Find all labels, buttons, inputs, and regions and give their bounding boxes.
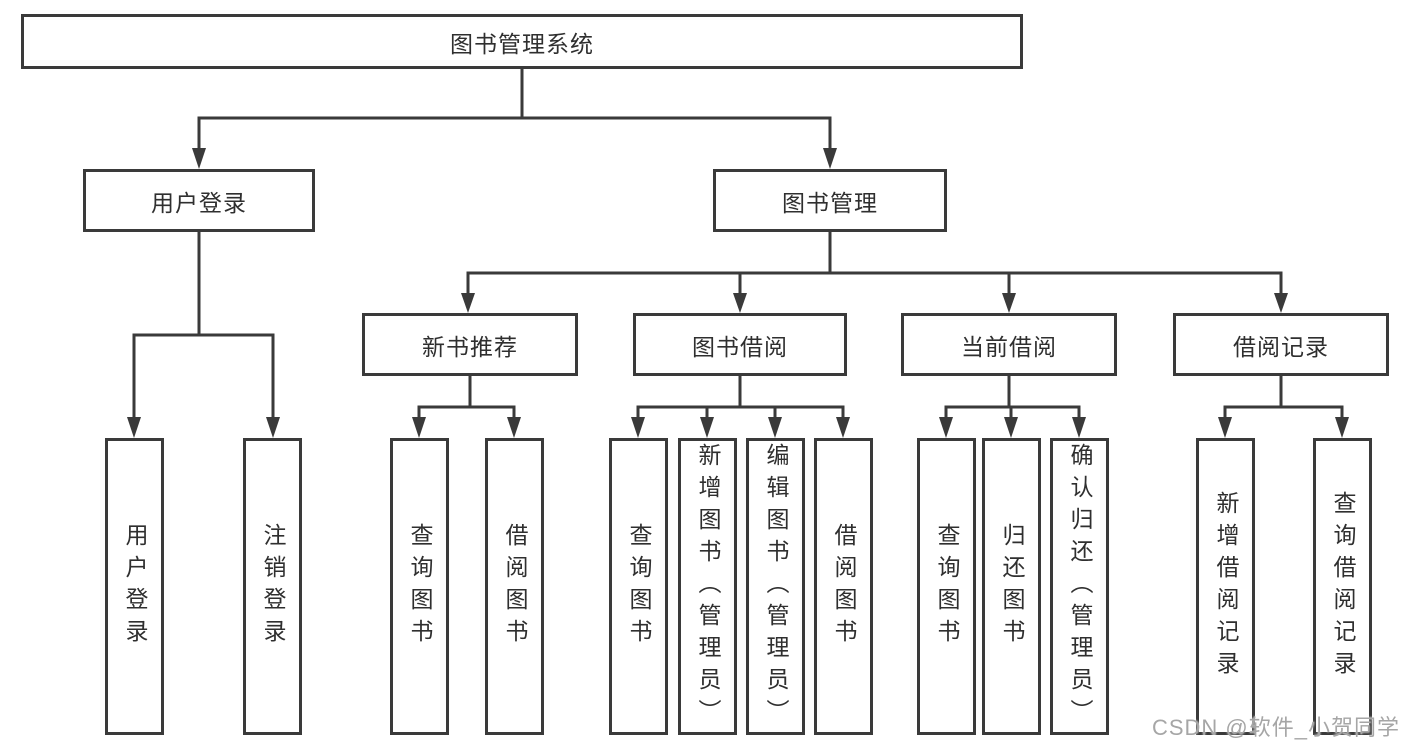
leaf-add-borrow-record: 新增借阅记录 xyxy=(1196,438,1255,735)
node-label: 查询图书 xyxy=(934,522,960,651)
node-label: 归还图书 xyxy=(999,522,1025,651)
connector-book-borrow-group xyxy=(636,376,845,420)
node-label: 借阅图书 xyxy=(831,522,857,651)
node-label: 查询图书 xyxy=(407,522,433,651)
connector-user-login-group xyxy=(132,232,275,420)
leaf-edit-books-admin: 编辑图书（管理员） xyxy=(746,438,805,735)
node-label: 查询借阅记录 xyxy=(1330,490,1356,683)
leaf-confirm-return-admin: 确认归还（管理员） xyxy=(1050,438,1109,735)
connector-borrow-records-group xyxy=(1223,376,1344,420)
connector-root-to-level2 xyxy=(197,69,832,150)
leaf-borrow-books-2: 借阅图书 xyxy=(814,438,873,735)
arrowheads-user-login-group xyxy=(127,417,280,438)
node-label: 注销登录 xyxy=(260,522,286,651)
node-borrowing-records: 借阅记录 xyxy=(1173,313,1389,376)
leaf-return-books: 归还图书 xyxy=(982,438,1041,735)
arrowheads-new-books-group xyxy=(412,417,521,438)
arrowheads-level2 xyxy=(192,148,837,169)
node-book-borrowing: 图书借阅 xyxy=(633,313,847,376)
node-label: 确认归还（管理员） xyxy=(1067,442,1093,731)
node-user-login: 用户登录 xyxy=(83,169,315,232)
node-book-management: 图书管理 xyxy=(713,169,947,232)
node-current-borrowing: 当前借阅 xyxy=(901,313,1117,376)
leaf-logout: 注销登录 xyxy=(243,438,302,735)
connector-book-management-to-level3 xyxy=(466,232,1283,296)
node-label: 图书管理系统 xyxy=(450,30,594,57)
arrowheads-current-borrow-group xyxy=(939,417,1086,438)
node-label: 查询图书 xyxy=(626,522,652,651)
leaf-query-books-3: 查询图书 xyxy=(917,438,976,735)
leaf-borrow-books-1: 借阅图书 xyxy=(485,438,544,735)
arrowheads-level3 xyxy=(461,293,1288,313)
node-library-management-system: 图书管理系统 xyxy=(21,14,1023,69)
arrowheads-book-borrow-group xyxy=(631,417,850,438)
watermark: CSDN @软件_小贺同学 xyxy=(1151,715,1400,740)
node-label: 用户登录 xyxy=(151,189,247,216)
leaf-query-books-2: 查询图书 xyxy=(609,438,668,735)
node-label: 图书管理 xyxy=(782,189,878,216)
connector-current-borrow-group xyxy=(944,376,1081,420)
node-label: 编辑图书（管理员） xyxy=(763,442,789,731)
node-label: 新增借阅记录 xyxy=(1213,490,1239,683)
node-label: 借阅记录 xyxy=(1233,333,1329,360)
leaf-query-books-1: 查询图书 xyxy=(390,438,449,735)
connector-new-books-group xyxy=(417,376,516,420)
arrowheads-borrow-records-group xyxy=(1218,417,1349,438)
node-label: 新增图书（管理员） xyxy=(695,442,721,731)
leaf-add-books-admin: 新增图书（管理员） xyxy=(678,438,737,735)
node-new-book-recommend: 新书推荐 xyxy=(362,313,578,376)
node-label: 图书借阅 xyxy=(692,333,788,360)
leaf-query-borrow-record: 查询借阅记录 xyxy=(1313,438,1372,735)
node-label: 新书推荐 xyxy=(422,333,518,360)
node-label: 用户登录 xyxy=(122,522,148,651)
node-label: 借阅图书 xyxy=(502,522,528,651)
leaf-user-login: 用户登录 xyxy=(105,438,164,735)
node-label: 当前借阅 xyxy=(961,333,1057,360)
